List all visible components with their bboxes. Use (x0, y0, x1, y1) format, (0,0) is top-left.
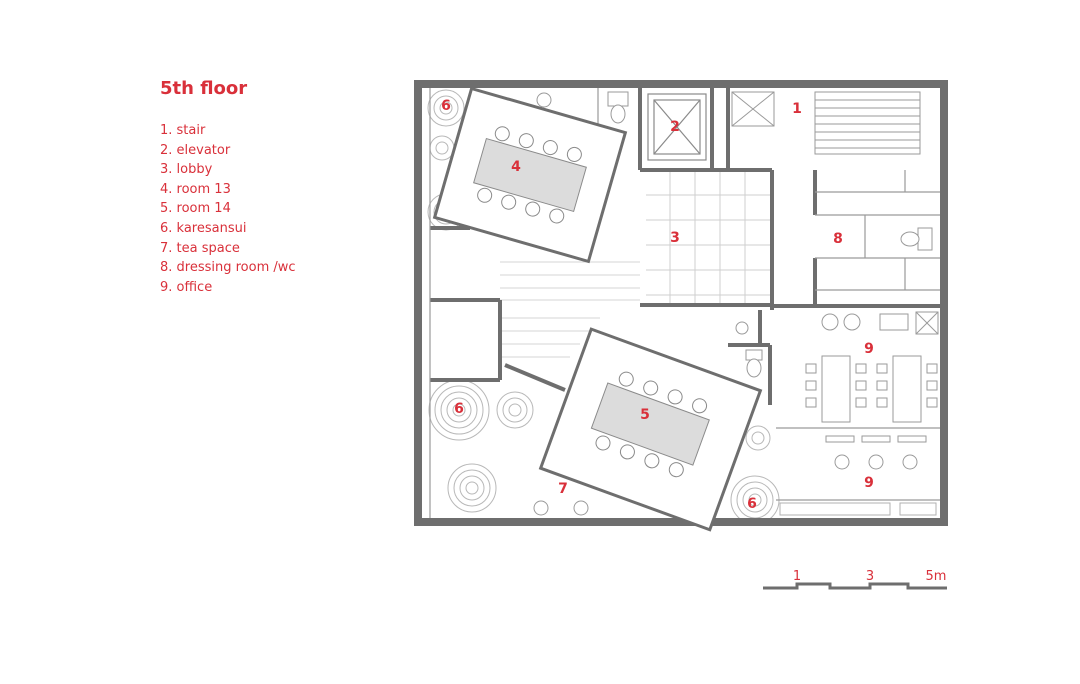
gravel-ring (434, 385, 484, 435)
gravel-ring (502, 397, 528, 423)
legend: 1. stair 2. elevator 3. lobby 4. room 13… (160, 121, 296, 297)
scale-label-5m: 5m (926, 569, 947, 584)
label-office-upper: 9 (864, 341, 874, 357)
gravel-ring (508, 403, 522, 417)
tea-space-stools (533, 500, 589, 516)
scale-label-1: 1 (793, 569, 801, 584)
gravel-ring (446, 397, 472, 423)
plan-title: 5th floor (160, 78, 248, 99)
gravel-ring (453, 469, 491, 507)
legend-item-lobby: 3. lobby (160, 162, 213, 178)
room-14 (538, 327, 763, 532)
lobby-floor-grid (646, 172, 772, 305)
room-13 (432, 86, 628, 264)
gravel-ring (748, 493, 762, 507)
elevator (647, 93, 707, 161)
legend-item-stair: 1. stair (160, 123, 206, 138)
gravel-ring (427, 89, 465, 127)
gravel-ring (439, 101, 453, 115)
gravel-ring (452, 403, 466, 417)
label-karesansui-nw: 6 (441, 98, 451, 114)
gravel-ring (496, 391, 534, 429)
thin-walls (429, 88, 940, 518)
label-tea-space: 7 (558, 481, 568, 497)
gravel-ring (465, 481, 479, 495)
scale-bar: 1 3 5m (763, 569, 947, 590)
legend-item-dressing-room: 8. dressing room /wc (160, 260, 296, 276)
legend-item-room-13: 4. room 13 (160, 181, 231, 197)
legend-item-tea-space: 7. tea space (160, 240, 240, 256)
label-dressing-room: 8 (833, 231, 843, 247)
gravel-ring (459, 475, 485, 501)
interior-walls (430, 88, 940, 405)
legend-item-karesansui: 6. karesansui (160, 220, 247, 236)
legend-item-elevator: 2. elevator (160, 142, 231, 158)
label-stair: 1 (792, 101, 802, 117)
toilets (536, 91, 933, 378)
outer-walls (414, 80, 948, 526)
legend-item-room-14: 5. room 14 (160, 201, 231, 217)
stair (731, 91, 921, 155)
scale-label-3: 3 (866, 569, 874, 584)
office-furniture (805, 311, 939, 470)
bottom-strip (779, 502, 937, 516)
gravel-ring (742, 487, 768, 513)
gravel-ring (751, 431, 765, 445)
gravel-ring (433, 95, 459, 121)
gravel-ring (429, 135, 455, 161)
label-elevator: 2 (670, 119, 680, 135)
room-14-table (590, 382, 710, 466)
legend-item-office: 9. office (160, 279, 213, 295)
label-lobby: 3 (670, 230, 680, 246)
gravel-ring (435, 141, 449, 155)
gravel-ring (447, 463, 497, 513)
label-karesansui-w: 6 (454, 401, 464, 417)
gravel-ring (745, 425, 771, 451)
label-office-lower: 9 (864, 475, 874, 491)
label-karesansui-se: 6 (747, 496, 757, 512)
corridor-planks (500, 261, 640, 358)
label-room-13: 4 (511, 159, 521, 175)
label-room-14: 5 (640, 407, 650, 423)
gravel-ring (440, 391, 478, 429)
room-13-table (473, 137, 587, 213)
